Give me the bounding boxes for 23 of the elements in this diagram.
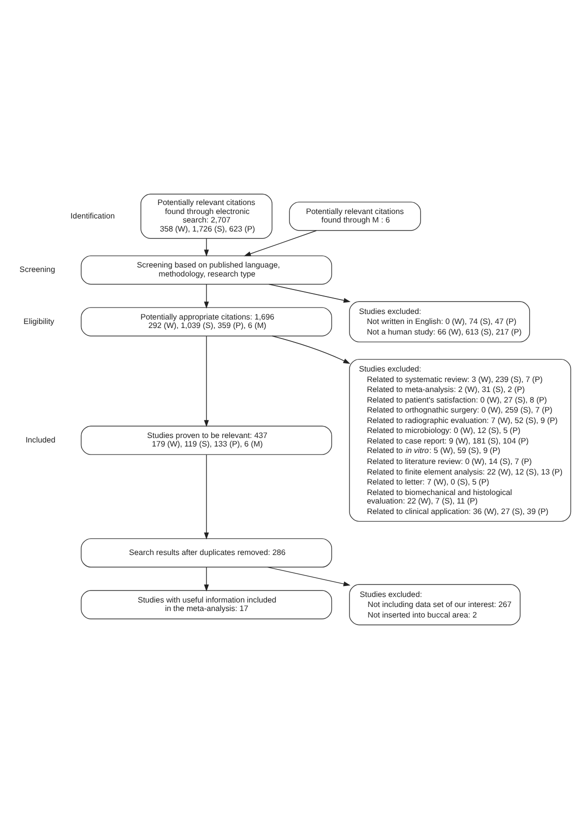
node-box: Potentially appropriate citations: 1,696 292 (W), 1,039 (S), 359 (P), 6 (M) <box>80 307 332 336</box>
node-box: Studies with useful information included in the meta-analysis: 17 <box>80 590 332 620</box>
node-box: Potentially relevant citations found through M : 6 <box>289 202 421 231</box>
arrow <box>267 566 350 586</box>
arrow <box>244 230 317 256</box>
arrow <box>204 284 209 309</box>
label: Identification <box>70 211 115 220</box>
node-box: Studies proven to be relevant: 437 179 (W), 119 (S), 133 (P), 6 (M) <box>80 426 332 455</box>
arrow <box>204 238 209 257</box>
arrow <box>204 454 209 540</box>
node-box: Studies excluded: Not including data set of our interest: 267 Not inserted into buccal area: 2 <box>349 584 521 626</box>
node-box: Studies excluded: Not written in English: 0 (W), 74 (S), 47 (P) Not a human study: 66 (W), 613 (S), 217 (P) <box>349 301 530 342</box>
label: Eligibility <box>24 316 54 326</box>
node-box: Studies excluded: Related to systematic review: 3 (W), 239 (S), 7 (P) Related to meta-analysis: 2 (W), 31 (S), 2 (P) Related to patient's satisfaction: 0 (W), 27 (S), 8 (P) Related to orthognathic surgery: 0 (W), 259 (S), 7 (P) Related to radiographic evaluation: 7 (W), 52 (S), 9 (P) Related to microbiology: 0 (W), 12 (S), 5 (P) Related to case report: 9 (W), 181 (S), 104 (P) Related to in vitro: 5 (W), 59 (S), 9 (P) Related to literature review: 0 (W), 14 (S), 7 (P) Related to finite element analysis: 22 (W), 12 (S), 13 (P) Related to letter: 7 (W), 0 (S), 5 (P) Related to biomechanical and histological evaluation: 22 (W), 7 (S), 11 (P) Related to clinical application: 36 (W), 27 (S), 39 (P) <box>349 358 572 522</box>
node-box: Potentially relevant citations found through electronic search: 2,707 358 (W), 1,726 (S), 623 (P) <box>140 194 272 239</box>
node-box: Screening based on published language, methodology, research type <box>80 255 332 285</box>
arrow <box>272 336 350 364</box>
node-box: Search results after duplicates removed: 286 <box>80 538 332 568</box>
label: Included <box>26 435 56 444</box>
arrow <box>204 566 209 592</box>
arrow <box>204 336 209 428</box>
label: Screening <box>20 265 56 274</box>
arrow <box>268 284 351 303</box>
